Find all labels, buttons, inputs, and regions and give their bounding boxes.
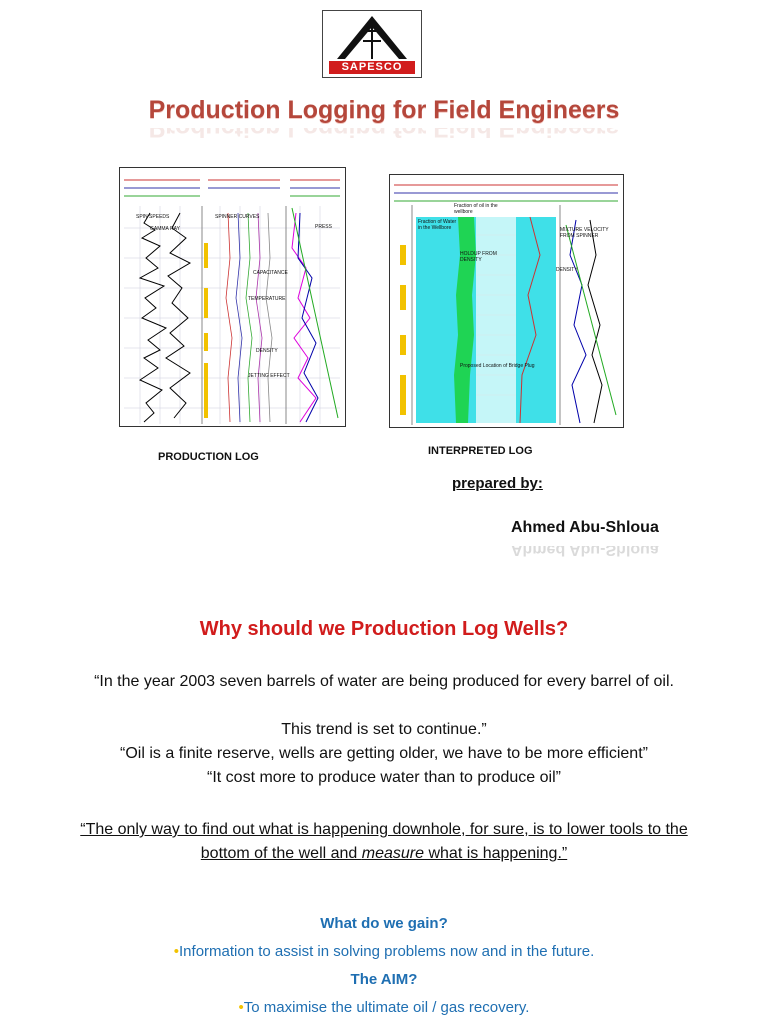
author-name: Ahmed Abu-Shloua bbox=[511, 519, 659, 536]
bullet-icon: • bbox=[238, 999, 244, 1016]
label-temperature: TEMPERATURE bbox=[248, 296, 286, 302]
label-density: DENSITY bbox=[256, 348, 278, 354]
label-mixture-velocity: MIXTURE VELOCITY FROM SPINNER bbox=[560, 227, 609, 239]
gain-bullet: •Information to assist in solving proble… bbox=[0, 943, 768, 960]
quote-1: “In the year 2003 seven barrels of water… bbox=[94, 673, 674, 690]
derrick-logo-icon bbox=[329, 16, 415, 74]
question-heading: Why should we Production Log Wells? bbox=[199, 618, 569, 640]
gain-bullet-text: Information to assist in solving problem… bbox=[179, 943, 595, 960]
label-capacitance: CAPACITANCE bbox=[253, 270, 288, 276]
quote-4: “It cost more to produce water than to p… bbox=[207, 769, 561, 786]
key-quote-emphasis: measure bbox=[361, 845, 425, 862]
label-spinner-speeds: SPIN SPEEDS bbox=[136, 214, 170, 220]
author-reflection: Ahmed Abu-Shloua bbox=[511, 546, 659, 558]
interpreted-log-chart bbox=[390, 175, 623, 427]
label-gamma-ray: GAMMA RAY bbox=[150, 226, 180, 232]
company-logo: SAPESCO bbox=[322, 10, 422, 78]
title-reflection: Production Logging for Field Engineers bbox=[148, 128, 620, 142]
key-quote-after: what is happening.” bbox=[424, 845, 568, 862]
aim-bullet-text: To maximise the ultimate oil / gas recov… bbox=[243, 999, 530, 1016]
label-spinner-curves: SPINNER CURVES bbox=[215, 214, 260, 220]
label-density: DENSITY bbox=[556, 267, 578, 273]
page-title: Production Logging for Field Engineers bbox=[148, 96, 620, 124]
gain-heading: What do we gain? bbox=[320, 915, 448, 932]
key-quote-before: “The only way to find out what is happen… bbox=[80, 821, 688, 862]
label-holdup: HOLDUP FROM DENSITY bbox=[460, 251, 497, 263]
logo-text: SAPESCO bbox=[341, 61, 403, 73]
interpreted-log-caption: INTERPRETED LOG bbox=[428, 445, 533, 457]
label-press: PRESS bbox=[315, 224, 332, 230]
bullet-icon: • bbox=[173, 943, 180, 960]
key-quote: “The only way to find out what is happen… bbox=[60, 818, 708, 866]
production-log-chart bbox=[120, 168, 345, 426]
production-log-figure: SPIN SPEEDS GAMMA RAY SPINNER CURVES PRE… bbox=[119, 167, 346, 427]
label-fraction-water: Fraction of Water in the Wellbore bbox=[418, 219, 457, 231]
label-bridge-plug: Proposed Location of Bridge Plug bbox=[460, 363, 535, 369]
label-fraction-oil: Fraction of oil in the wellbore bbox=[454, 203, 498, 215]
prepared-by-label: prepared by: bbox=[452, 475, 543, 492]
label-jetting-effect: JETTING EFFECT bbox=[248, 373, 290, 379]
production-log-caption: PRODUCTION LOG bbox=[158, 451, 259, 463]
aim-heading: The AIM? bbox=[350, 971, 418, 988]
quote-3: “Oil is a finite reserve, wells are gett… bbox=[120, 745, 648, 762]
interpreted-log-figure: Fraction of oil in the wellbore Fraction… bbox=[389, 174, 624, 428]
aim-bullet: •To maximise the ultimate oil / gas reco… bbox=[0, 999, 768, 1016]
quote-2: This trend is set to continue.” bbox=[281, 721, 487, 738]
